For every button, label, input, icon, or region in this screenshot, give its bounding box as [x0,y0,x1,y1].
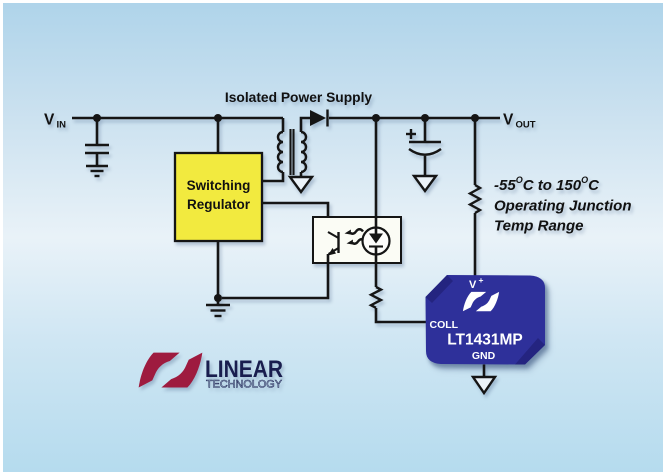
led-branch [368,118,426,324]
regulator-label-line1: Switching [187,178,251,193]
vout-label: V OUT [503,112,536,131]
chip-ground [470,364,498,396]
svg-text:OUT: OUT [516,120,536,131]
emitter-return-wire [222,254,330,300]
svg-text:-55OC to 150OC: -55OC to 150OC [494,175,600,194]
regulator-ground [206,294,230,318]
temp-seg3: C [588,177,600,194]
earth-ground-icon [206,303,230,318]
chip-pin-vplus: V [469,279,477,291]
temp-range-note: -55OC to 150OC Operating Junction Temp R… [494,175,632,235]
resistor-icon [368,285,384,309]
diode-icon [310,109,329,127]
switching-regulator: Switching Regulator [173,118,264,298]
chip-part-number: LT1431MP [447,332,523,349]
arrow-ground-icon [411,174,439,194]
resistor-icon [467,183,483,215]
lt-logo-chip-icon [462,291,500,312]
chip-pin-coll: COLL [430,319,459,331]
temp-line2: Operating Junction [494,198,632,215]
svg-text:V: V [44,112,55,129]
earth-ground-icon [86,164,108,178]
temp-sup2: O [581,175,588,185]
logo-subtext: TECHNOLOGY [206,379,283,391]
diagram-title: Isolated Power Supply [225,90,373,105]
linear-technology-logo: LINEAR TECHNOLOGY [138,352,283,391]
transformer-icon [262,116,310,183]
svg-text:V: V [503,112,514,129]
temp-sup1: O [516,175,523,185]
temp-line3: Temp Range [494,218,583,235]
chip-pin-vplus-sup: + [479,275,484,285]
svg-text:IN: IN [57,120,67,131]
regulator-label-line2: Regulator [187,197,251,212]
phototransistor-icon [327,231,340,256]
optocoupler-icon [312,216,402,264]
vin-label: V IN [44,112,66,131]
arrow-ground-icon [287,175,315,195]
vplus-branch [467,118,483,276]
lt-logo-icon [138,352,203,388]
logo-wordmark: LINEAR [205,356,283,383]
chip-pin-gnd: GND [472,350,496,362]
temp-seg1: -55 [494,177,516,194]
lt1431mp-chip: V + COLL LT1431MP GND [425,275,545,365]
input-capacitor [85,118,109,166]
switching-regulator-box [173,151,264,243]
polarized-capacitor-icon [406,118,442,176]
arrow-ground-icon [470,375,498,396]
temp-seg2: C to 150 [523,177,582,194]
